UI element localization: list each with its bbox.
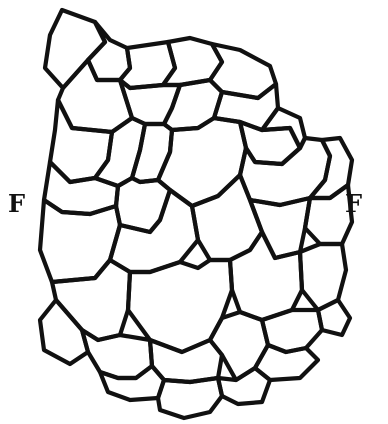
cell xyxy=(158,378,222,418)
cell xyxy=(40,200,120,282)
cell xyxy=(240,138,330,205)
cell xyxy=(52,260,130,340)
cell xyxy=(82,330,152,378)
label-left: F xyxy=(8,189,25,218)
cell xyxy=(164,80,222,130)
cell xyxy=(318,300,350,335)
cell xyxy=(230,232,302,320)
cell xyxy=(255,345,318,380)
cell xyxy=(250,198,310,258)
cell xyxy=(110,190,198,272)
cell-walls xyxy=(40,10,352,418)
cell xyxy=(132,124,172,182)
cell xyxy=(262,108,305,148)
label-right: F xyxy=(345,189,362,218)
cell xyxy=(40,300,88,364)
cell xyxy=(120,80,180,124)
cell xyxy=(100,366,164,400)
